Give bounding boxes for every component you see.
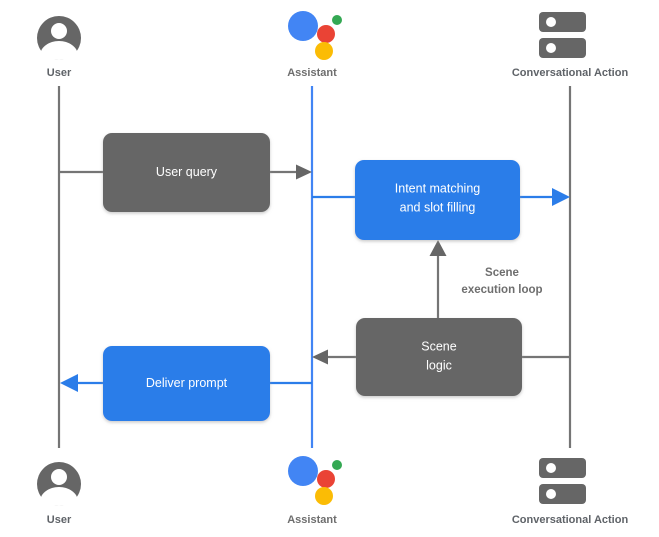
connector-scenelogic-to-intentmatching	[429, 240, 447, 318]
box-deliver-prompt-label: Deliver prompt	[146, 376, 228, 390]
server-icon	[539, 12, 586, 58]
actor-assistant-bottom: Assistant	[287, 456, 342, 526]
scene-execution-loop-line1: Scene	[485, 267, 519, 279]
actor-assistant-top: Assistant	[287, 11, 342, 79]
actor-conversational-action-bottom: Conversational Action	[512, 458, 629, 526]
actor-user-top-label: User	[47, 67, 72, 79]
annotation-scene-execution-loop: Scene execution loop	[461, 267, 542, 296]
box-intent-matching[interactable]: Intent matching and slot filling	[355, 160, 520, 240]
actor-conversational-action-top-label: Conversational Action	[512, 67, 629, 79]
actor-user-bottom: User	[37, 462, 81, 526]
actor-user-bottom-label: User	[47, 514, 72, 526]
actor-user-top: User	[37, 16, 81, 79]
actor-conversational-action-top: Conversational Action	[512, 12, 629, 79]
connector-scenelogic-to-assistant	[312, 349, 356, 365]
actor-conversational-action-bottom-label: Conversational Action	[512, 514, 629, 526]
actor-assistant-top-label: Assistant	[287, 67, 337, 79]
box-user-query-label: User query	[156, 165, 218, 179]
google-assistant-icon	[288, 11, 342, 60]
google-assistant-icon	[288, 456, 342, 505]
user-avatar-icon	[37, 16, 81, 60]
scene-execution-loop-line2: execution loop	[461, 284, 542, 296]
connector-intentmatching-to-action	[520, 188, 570, 206]
box-deliver-prompt[interactable]: Deliver prompt	[103, 346, 270, 421]
box-scene-logic-label-line1: Scene	[421, 339, 456, 353]
server-icon	[539, 458, 586, 504]
box-intent-matching-label-line2: and slot filling	[400, 200, 476, 214]
actor-assistant-bottom-label: Assistant	[287, 514, 337, 526]
box-scene-logic-label-line2: logic	[426, 358, 452, 372]
box-intent-matching-label-line1: Intent matching	[395, 181, 481, 195]
connector-userquery-to-assistant	[270, 164, 312, 180]
connector-deliverprompt-to-user	[60, 374, 104, 392]
box-user-query[interactable]: User query	[103, 133, 270, 212]
user-avatar-icon	[37, 462, 81, 506]
box-scene-logic[interactable]: Scene logic	[356, 318, 522, 396]
